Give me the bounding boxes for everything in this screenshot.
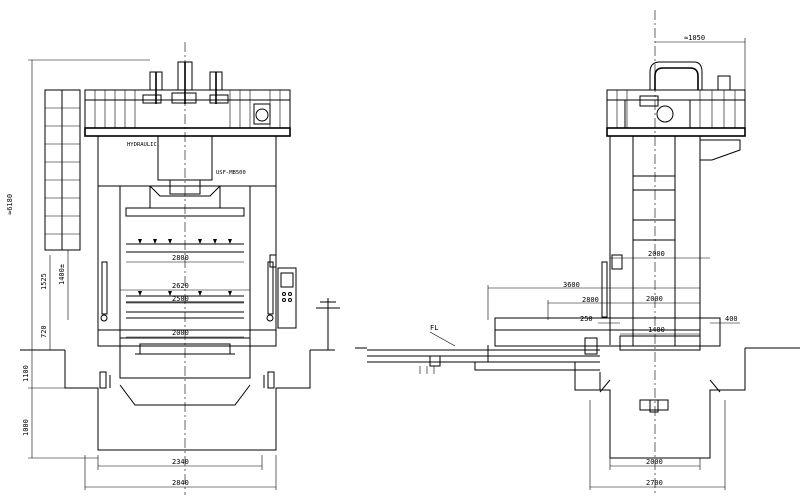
dim-3600: 3600 [563, 281, 580, 289]
front-frame [97, 135, 277, 345]
side-view: ≈1050 3600 2800 2000 2000 250 1400 400 2… [355, 10, 800, 495]
dim-2000-lower: 2000 [646, 458, 663, 466]
front-ladder [44, 89, 81, 251]
front-top-railing [84, 89, 291, 137]
dim-2000-upper: 2000 [648, 250, 665, 258]
side-rails [367, 345, 600, 374]
dim-2840: 2840 [172, 479, 189, 487]
label-hydraulic: HYDRAULIC [127, 142, 157, 148]
dim-2000-bed: 2000 [172, 329, 189, 337]
side-dimensions [429, 38, 746, 490]
dim-1050: ≈1050 [684, 34, 705, 42]
dim-2000-mid: 2000 [646, 295, 663, 303]
front-floor [20, 349, 335, 451]
side-frame [601, 135, 741, 347]
dim-2700: 2700 [646, 479, 663, 487]
dim-1400: 1400± [58, 264, 66, 285]
front-dimensions [28, 59, 277, 490]
dim-2340: 2340 [172, 458, 189, 466]
label-fl: FL [430, 324, 438, 332]
side-bolster [494, 317, 721, 355]
front-bed [97, 329, 277, 406]
front-top-cylinders [142, 61, 229, 104]
front-view: HYDRAULIC USF-MB500 ≈6180 1525 1400± 720… [6, 42, 340, 495]
side-top-equipment [624, 61, 731, 129]
dim-2500: 2500 [172, 295, 189, 303]
label-model: USF-MB500 [216, 170, 246, 176]
dim-2800: 2800 [582, 296, 599, 304]
dim-1100: 1100 [22, 365, 30, 382]
dim-1000: 1000 [22, 419, 30, 436]
side-floor [355, 347, 800, 459]
side-top-railing [606, 89, 746, 137]
dim-400: 400 [725, 315, 738, 323]
dim-1525: 1525 [40, 273, 48, 290]
dim-2620: 2620 [172, 282, 189, 290]
dim-total-height: ≈6180 [6, 194, 14, 215]
dim-2800-upper: 2800 [172, 254, 189, 262]
signal-post [316, 298, 340, 350]
front-slide [126, 239, 244, 319]
front-dimension-texts: HYDRAULIC USF-MB500 ≈6180 1525 1400± 720… [6, 142, 246, 487]
dim-720: 720 [40, 325, 48, 338]
dim-250: 250 [580, 315, 593, 323]
side-dimension-texts: ≈1050 3600 2800 2000 2000 250 1400 400 2… [430, 34, 738, 487]
dim-1400: 1400 [648, 326, 665, 334]
control-panel [269, 254, 297, 329]
